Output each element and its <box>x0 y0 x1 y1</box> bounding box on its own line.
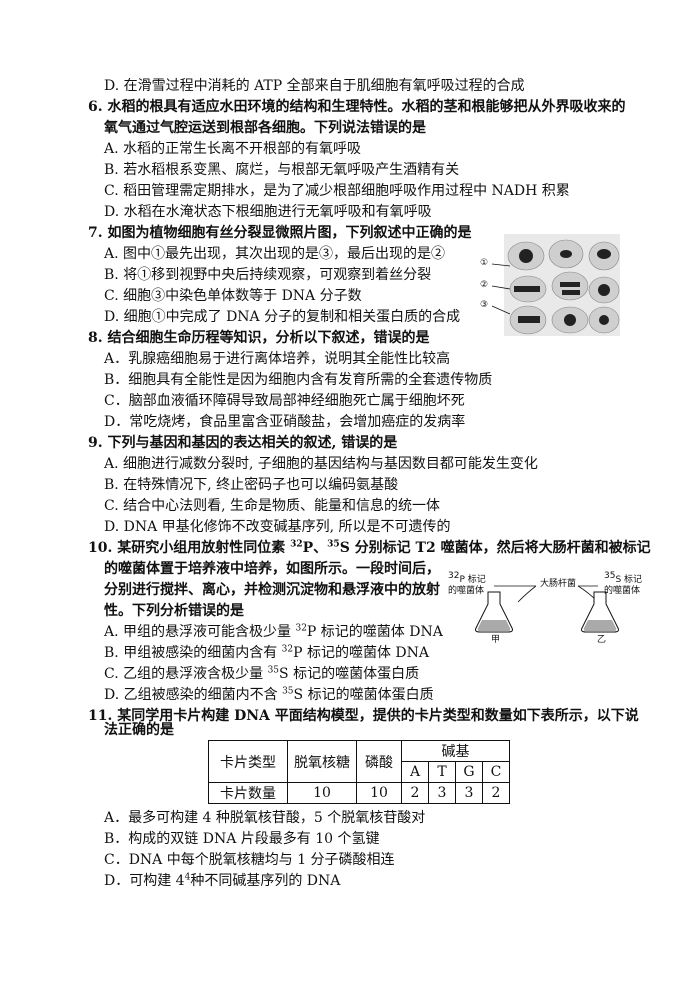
q10-option-c: C. 乙组的悬浮液含极少量 35S 标记的噬菌体蛋白质 <box>104 665 420 682</box>
card-table: 卡片类型 脱氧核糖 磷酸 碱基 A T G C 卡片数量 10 10 2 3 3… <box>208 740 510 804</box>
fig7-label-1: ① <box>480 258 489 268</box>
right-flask-label-2: 的噬菌体 <box>604 586 641 596</box>
q10-stem-2: 的噬菌体置于培养液中培养，如图所示。一段时间后， <box>104 561 440 577</box>
cell-g: 3 <box>455 782 483 804</box>
q9-option-b: B. 在特殊情况下, 终止密码子也可以编码氨基酸 <box>104 477 399 493</box>
row-label-count: 卡片数量 <box>208 782 288 804</box>
q6-option-c: C. 稻田管理需定期排水，是为了减少根部细胞呼吸作用过程中 NADH 积累 <box>104 183 570 199</box>
q5-option-d: D. 在滑雪过程中消耗的 ATP 全部来自于肌细胞有氧呼吸过程的合成 <box>104 78 525 94</box>
q11-option-b: B．构成的双链 DNA 片段最多有 10 个氢键 <box>104 831 380 847</box>
q6-stem-2: 氧气通过气腔运送到根部各细胞。下列说法错误的是 <box>104 120 426 136</box>
q6-option-b: B. 若水稻根系变黑、腐烂，与根部无氧呼吸产生酒精有关 <box>104 162 460 178</box>
q6-option-d: D. 水稻在水淹状态下根细胞进行无氧呼吸和有氧呼吸 <box>104 204 432 220</box>
q9-option-a: A. 细胞进行减数分裂时, 子细胞的基因结构与基因数目都可能发生变化 <box>104 456 538 472</box>
q9-option-c: C. 结合中心法则看, 生命是物质、能量和信息的统一体 <box>104 498 441 514</box>
q10-stem-3: 分别进行搅拌、离心，并检测沉淀物和悬浮液中的放射 <box>104 582 440 598</box>
q8-option-c: C．脑部血液循环障碍导致局部神经细胞死亡属于细胞坏死 <box>104 393 465 409</box>
q9-option-d: D. DNA 甲基化修饰不改变碱基序列, 所以是不可遗传的 <box>104 519 451 535</box>
right-flask-label: 35S 标记 <box>604 571 643 586</box>
th-card-type: 卡片类型 <box>208 740 288 783</box>
left-flask-label-2: 的噬菌体 <box>448 586 485 596</box>
q11-option-c: C．DNA 中每个脱氧核糖均与 1 分子磷酸相连 <box>104 852 395 868</box>
q8-stem: 8. 结合细胞生命历程等知识，分析以下叙述，错误的是 <box>88 330 430 346</box>
th-sugar: 脱氧核糖 <box>287 740 357 783</box>
th-base-t: T <box>428 761 456 783</box>
q11-stem-2: 法正确的是 <box>104 722 174 738</box>
phage-experiment-figure: 32P 标记 的噬菌体 大肠杆菌 35S 标记 的噬菌体 甲 乙 <box>448 571 648 646</box>
cell-phosphate: 10 <box>356 782 402 804</box>
ecoli-label: 大肠杆菌 <box>540 579 577 589</box>
left-flask-label: 32P 标记 <box>448 571 486 586</box>
q7-option-a: A. 图中①最先出现，其次出现的是③，最后出现的是② <box>104 246 446 262</box>
mitosis-micrograph: ① ② ③ <box>478 234 620 336</box>
q11-stem: 11. 某同学用卡片构建 DNA 平面结构模型，提供的卡片类型和数量如下表所示，… <box>88 708 639 724</box>
q6-option-a: A. 水稻的正常生长离不开根部的有氧呼吸 <box>104 141 362 157</box>
q10-option-b: B. 甲组被感染的细菌内含有 32P 标记的噬菌体 DNA <box>104 644 429 661</box>
q7-option-b: B. 将①移到视野中央后持续观察，可观察到着丝分裂 <box>104 267 432 283</box>
q10-option-d: D. 乙组被感染的细菌内不含 35S 标记的噬菌体蛋白质 <box>104 686 434 703</box>
cell-t: 3 <box>428 782 456 804</box>
q10-stem-4: 性。下列分析错误的是 <box>104 603 244 619</box>
q7-stem: 7. 如图为植物细胞有丝分裂显微照片图，下列叙述中正确的是 <box>88 225 472 241</box>
th-base-c: C <box>482 761 510 783</box>
q10-stem: 10. 某研究小组用放射性同位素 32P、35S 分别标记 T2 噬菌体，然后将… <box>88 539 651 556</box>
q8-option-a: A．乳腺癌细胞易于进行离体培养，说明其全能性比较高 <box>104 351 451 367</box>
flask-jia-label: 甲 <box>491 635 501 645</box>
th-base-g: G <box>455 761 483 783</box>
q6-stem: 6. 水稻的根具有适应水田环境的结构和生理特性。水稻的茎和根能够把从外界吸收来的 <box>88 99 626 115</box>
fig7-label-2: ② <box>480 280 489 290</box>
q8-option-b: B．细胞具有全能性是因为细胞内含有发育所需的全套遗传物质 <box>104 372 493 388</box>
cell-sugar: 10 <box>287 782 357 804</box>
cell-c: 2 <box>482 782 510 804</box>
th-base: 碱基 <box>401 740 510 762</box>
q11-option-a: A．最多可构建 4 种脱氧核苷酸，5 个脱氧核苷酸对 <box>104 810 426 826</box>
q8-option-d: D．常吃烧烤，食品里富含亚硝酸盐，会增加癌症的发病率 <box>104 414 466 430</box>
q10-option-a: A. 甲组的悬浮液可能含极少量 32P 标记的噬菌体 DNA <box>104 623 443 640</box>
th-base-a: A <box>401 761 429 783</box>
q7-option-d: D. 细胞①中完成了 DNA 分子的复制和相关蛋白质的合成 <box>104 309 461 325</box>
fig7-label-3: ③ <box>480 300 489 310</box>
th-phosphate: 磷酸 <box>356 740 402 783</box>
q7-option-c: C. 细胞③中染色单体数等于 DNA 分子数 <box>104 288 362 304</box>
flask-yi-label: 乙 <box>597 635 607 645</box>
cell-a: 2 <box>401 782 429 804</box>
q9-stem: 9. 下列与基因和基因的表达相关的叙述, 错误的是 <box>88 435 398 451</box>
q11-option-d: D．可构建 44种不同碱基序列的 DNA <box>104 872 341 889</box>
